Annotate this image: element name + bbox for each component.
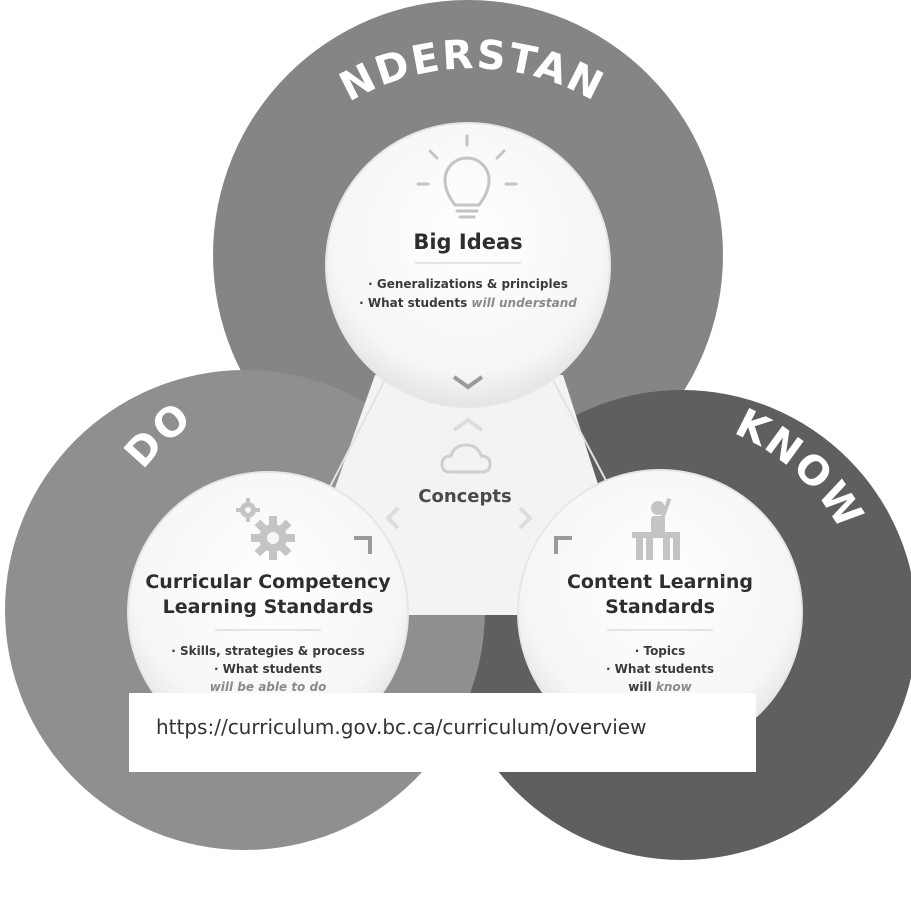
curricular-bullet-1: · Skills, strategies & process	[171, 644, 364, 658]
curricular-title-line-1: Curricular Competency	[145, 571, 391, 593]
big-ideas-circle	[325, 122, 611, 408]
content-title-line-1: Content Learning	[567, 571, 753, 593]
content-bullet-2: · What students	[606, 662, 714, 676]
teacher-icon	[632, 497, 680, 560]
chevron-up-icon	[452, 417, 484, 432]
source-url: https://curriculum.gov.bc.ca/curriculum/…	[156, 715, 647, 739]
chevron-corner-right-icon	[554, 536, 572, 554]
chevron-left-icon	[385, 506, 400, 530]
cloud-icon	[440, 443, 492, 474]
chevron-corner-left-icon	[354, 536, 372, 554]
chevron-down-icon	[452, 375, 484, 390]
big-ideas-bullet-1: · Generalizations & principles	[368, 277, 568, 291]
big-ideas-title: Big Ideas	[413, 230, 522, 254]
curricular-bullet-2: · What students	[214, 662, 322, 676]
gears-icon	[236, 498, 295, 560]
curricular-bullet-3: will be able to do	[210, 680, 327, 694]
curricular-title-line-2: Learning Standards	[163, 596, 374, 618]
content-bullet-1: · Topics	[635, 644, 686, 658]
content-bullet-3: will know	[628, 680, 692, 694]
concepts-label: Concepts	[418, 486, 511, 507]
source-url-box: https://curriculum.gov.bc.ca/curriculum/…	[129, 693, 756, 772]
big-ideas-bullet-2: · What students will understand	[359, 296, 577, 310]
lightbulb-icon	[416, 134, 518, 219]
content-title-line-2: Standards	[605, 596, 715, 618]
chevron-right-icon	[518, 506, 533, 530]
